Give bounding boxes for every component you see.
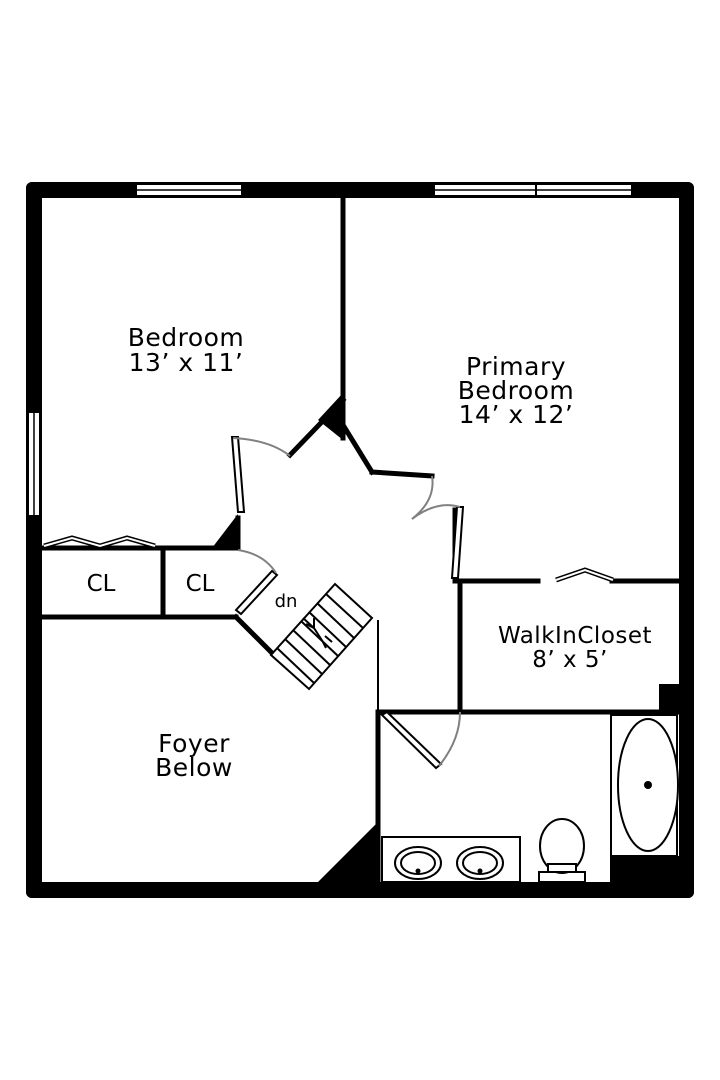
window-bedroom-left [27, 411, 41, 517]
closet-1-label: CL [87, 571, 116, 597]
exterior-wall-left [26, 182, 42, 898]
exterior-wall-right [679, 182, 694, 898]
primary-bedroom-name-line1: Primary [466, 352, 566, 381]
closet-2-label: CL [186, 571, 215, 597]
window-bedroom-top [135, 183, 243, 197]
stairs [269, 582, 374, 691]
primary-bedroom-name-line2: Bedroom [458, 376, 575, 405]
walk-in-closet-name: WalkInCloset [498, 623, 652, 649]
wall-fills [212, 393, 679, 882]
window-primary-top [433, 183, 633, 197]
bathroom-fixtures [381, 714, 679, 883]
wall-primary-hall-2 [369, 469, 435, 479]
foyer-name-line2: Below [155, 753, 233, 782]
door-bath [380, 710, 461, 770]
foyer-name-line1: Foyer [158, 729, 230, 758]
wall-primary-hall-1 [339, 421, 376, 476]
door-closet-2 [234, 549, 279, 616]
exterior-wall-bottom [26, 882, 694, 898]
toilet [538, 818, 586, 883]
door-primary [411, 475, 465, 579]
doors [43, 436, 614, 770]
room-labels: Bedroom 13’ x 11’ Primary Bedroom 14’ x … [87, 323, 652, 782]
bedroom-name: Bedroom [128, 323, 245, 352]
door-bedroom [230, 436, 291, 513]
bifold-door-wic [555, 567, 614, 583]
bathtub [610, 714, 679, 857]
wall-stair-diag [232, 613, 279, 660]
walk-in-closet-dims: 8’ x 5’ [532, 647, 608, 673]
primary-bedroom-dims: 14’ x 12’ [459, 400, 574, 429]
stairs-label: dn [275, 591, 298, 612]
windows [27, 183, 633, 517]
bedroom-dims: 13’ x 11’ [129, 348, 244, 377]
vanity [381, 836, 521, 883]
